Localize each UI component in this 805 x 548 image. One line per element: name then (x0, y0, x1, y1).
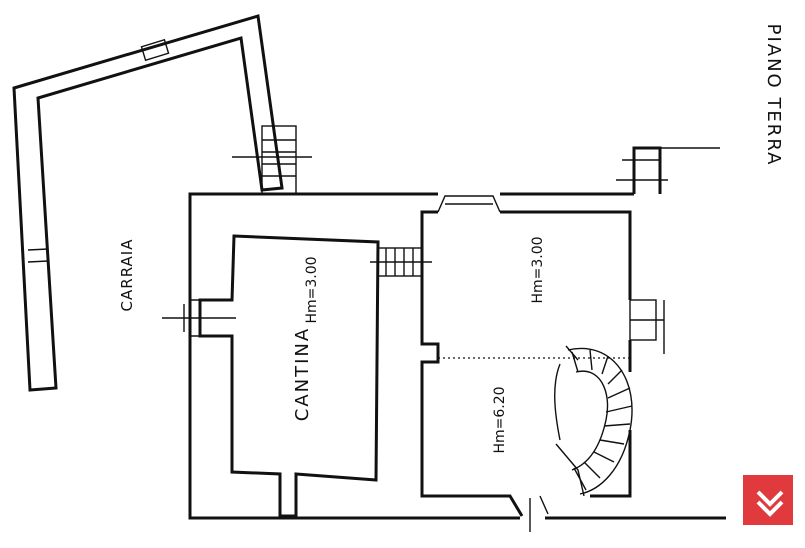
cantina-room (198, 234, 380, 518)
building-outer-wall (188, 146, 726, 520)
right-rooms (420, 210, 632, 532)
exterior-stair (232, 125, 312, 195)
carraia-label: CARRAIA (118, 239, 136, 312)
top-window (437, 195, 501, 213)
floor-label: PIANO TERRA (763, 24, 784, 167)
cantina-label: CANTINA (292, 327, 313, 421)
upper-room-height-label: Hm=3.00 (530, 236, 546, 303)
carraia-wall (12, 14, 284, 392)
brand-logo-icon (743, 475, 793, 525)
right-window (629, 299, 665, 354)
lower-room-height-label: Hm=6.20 (492, 386, 508, 453)
spiral-staircase (554, 345, 633, 497)
cantina-height-label: Hm=3.00 (304, 256, 320, 323)
